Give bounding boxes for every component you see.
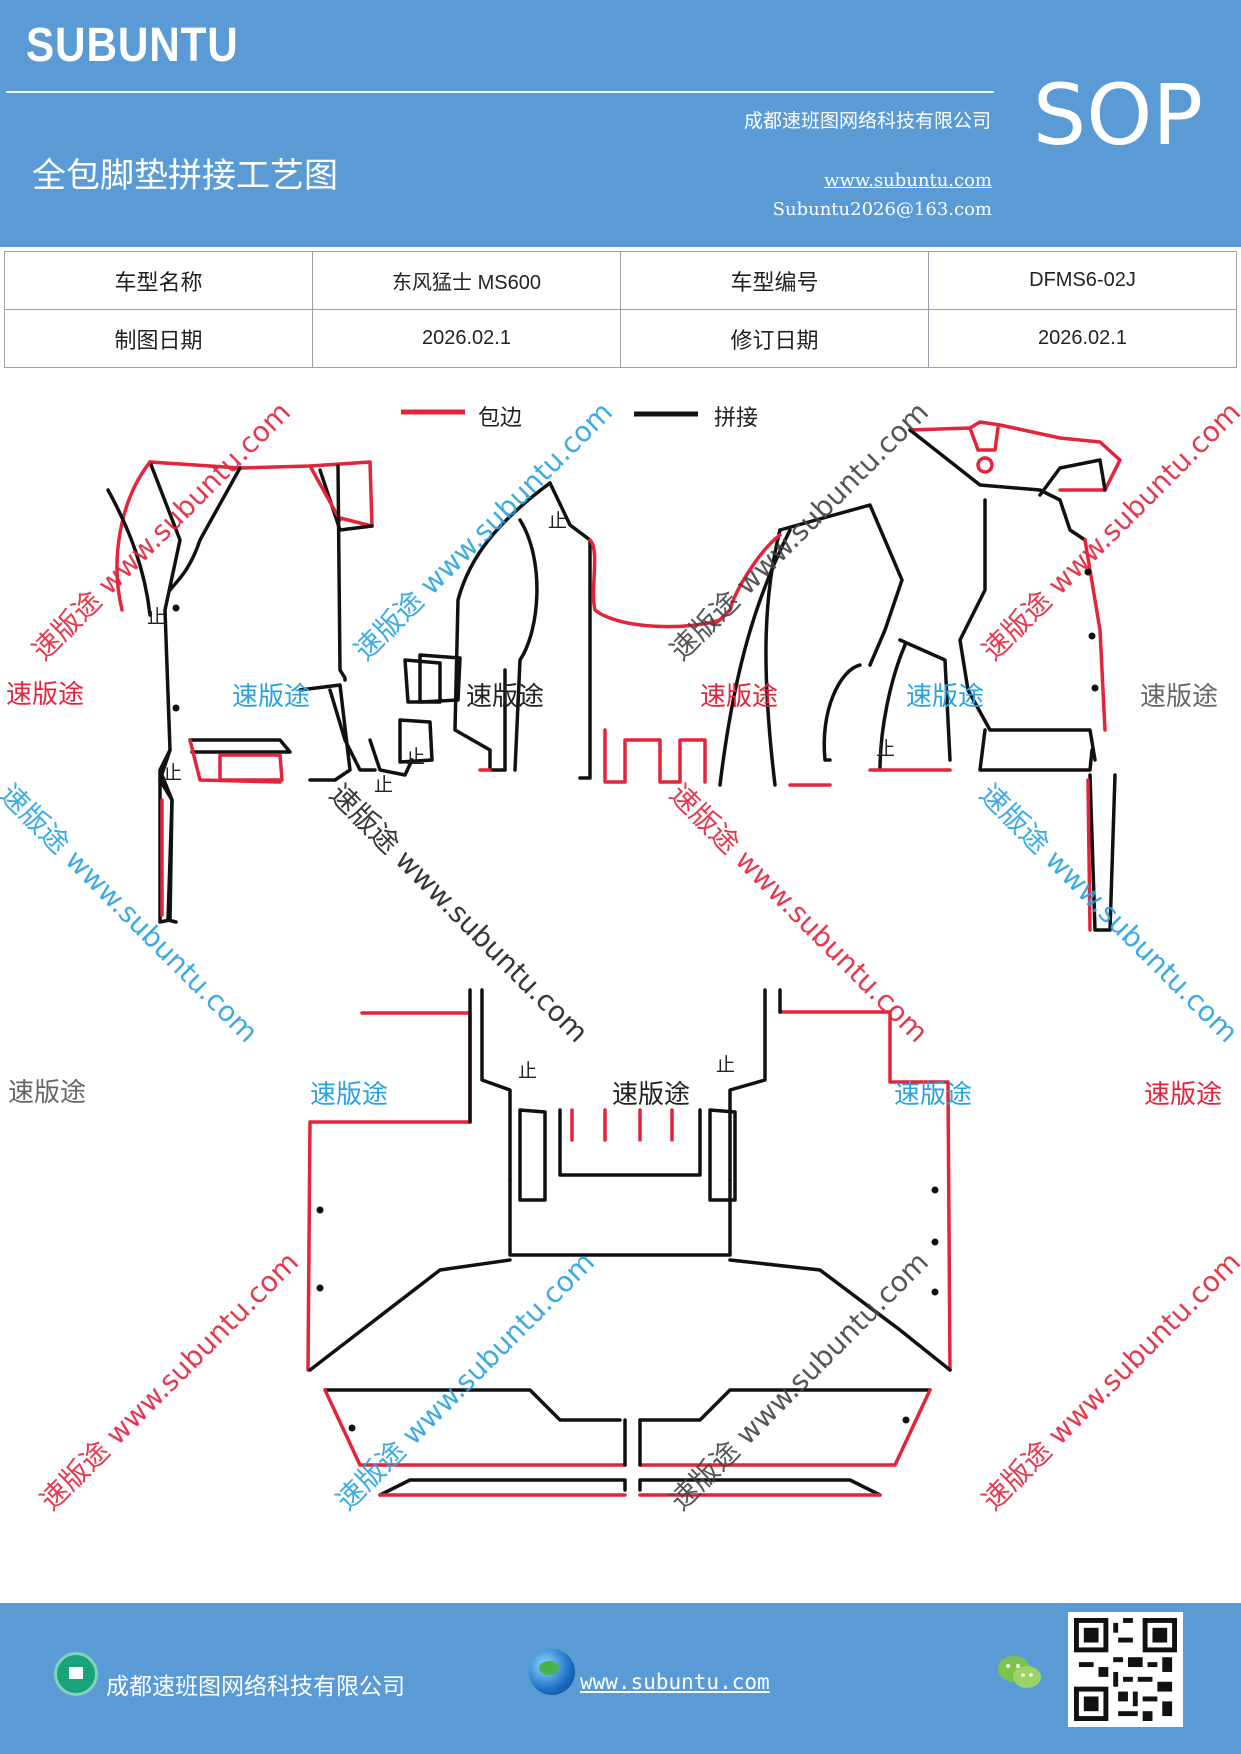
home-icon xyxy=(54,1652,98,1696)
watermark-text: 速版途 xyxy=(466,682,545,712)
stop-marker: 止 xyxy=(163,762,183,784)
revise-date-label: 修订日期 xyxy=(620,309,929,368)
page-footer: 成都速班图网络科技有限公司 www.subuntu.com xyxy=(0,1603,1241,1754)
legend-edge-label: 包边 xyxy=(478,406,523,431)
qr-code xyxy=(1068,1612,1183,1727)
watermark-text: 速版途 xyxy=(1140,682,1219,712)
website-link[interactable]: www.subuntu.com xyxy=(824,170,992,191)
page-header: SUBUNTU 成都速班图网络科技有限公司 全包脚垫拼接工艺图 www.subu… xyxy=(0,0,1241,247)
legend-join-label: 拼接 xyxy=(714,406,759,431)
revise-date-value: 2026.02.1 xyxy=(928,309,1237,368)
front-left-mat-piece xyxy=(106,460,374,924)
stop-marker: 止 xyxy=(716,1054,736,1076)
model-name-label: 车型名称 xyxy=(4,251,313,310)
draw-date-value: 2026.02.1 xyxy=(312,309,621,368)
vehicle-info-table: 车型名称 东风猛士 MS600 车型编号 DFMS6-02J 制图日期 2026… xyxy=(4,251,1237,368)
footer-company-name: 成都速班图网络科技有限公司 xyxy=(106,1674,405,1700)
table-row: 车型名称 东风猛士 MS600 车型编号 DFMS6-02J xyxy=(4,251,1237,310)
wechat-icon[interactable] xyxy=(996,1653,1044,1693)
stop-marker: 止 xyxy=(518,1060,538,1082)
mat-pattern-drawing: 包边 拼接 止 止 止 止 止 止 止 止 速版途 速版途 速版途 速版途 速版… xyxy=(0,330,1241,1600)
model-code-label: 车型编号 xyxy=(620,251,929,310)
stop-marker: 止 xyxy=(406,746,426,768)
stop-marker: 止 xyxy=(548,510,568,532)
pattern-canvas xyxy=(106,409,1122,1497)
footer-website-link[interactable]: www.subuntu.com xyxy=(580,1670,770,1694)
fastener-dots xyxy=(172,568,1099,1432)
table-row: 制图日期 2026.02.1 修订日期 2026.02.1 xyxy=(4,309,1237,368)
globe-icon xyxy=(529,1649,575,1695)
company-name: 成都速班图网络科技有限公司 xyxy=(743,110,991,132)
stop-marker: 止 xyxy=(876,738,896,760)
front-center-mat-piece xyxy=(298,481,722,784)
stop-marker: 止 xyxy=(374,774,394,796)
front-right-mat-piece xyxy=(710,420,1122,932)
watermark-text: 速版途 xyxy=(700,682,779,712)
brand-logo: SUBUNTU xyxy=(26,19,239,72)
rear-mat-piece xyxy=(306,988,952,1497)
watermark-text: 速版途 xyxy=(232,682,311,712)
draw-date-label: 制图日期 xyxy=(4,309,313,368)
qr-code-pattern xyxy=(1074,1618,1177,1721)
watermark-text: 速版途 xyxy=(612,1080,691,1110)
model-code-value: DFMS6-02J xyxy=(928,251,1237,310)
header-divider xyxy=(6,91,994,93)
watermark-text: 速版途 xyxy=(1144,1080,1223,1110)
stop-marker: 止 xyxy=(147,606,167,628)
contact-email[interactable]: Subuntu2026@163.com xyxy=(772,199,992,220)
watermark-text: 速版途 xyxy=(8,1078,87,1108)
document-title: 全包脚垫拼接工艺图 xyxy=(32,156,338,196)
watermark-text: 速版途 xyxy=(906,682,985,712)
watermark-text: 速版途 xyxy=(894,1080,973,1110)
watermark-text: 速版途 xyxy=(6,680,85,710)
doc-type-label: SOP xyxy=(1032,66,1203,164)
watermark-text: 速版途 xyxy=(310,1080,389,1110)
model-name-value: 东风猛士 MS600 xyxy=(312,251,621,310)
